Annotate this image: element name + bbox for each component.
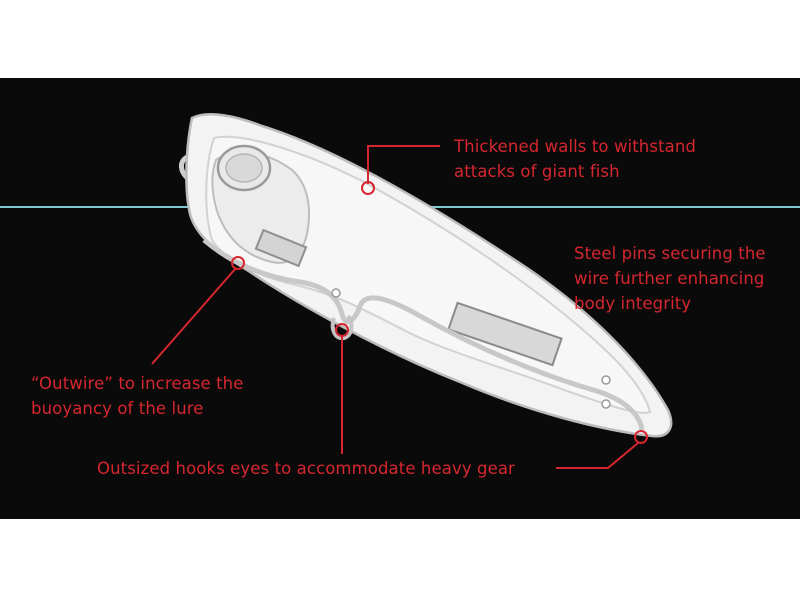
lure-illustration (178, 113, 673, 438)
marker-outwire (231, 256, 245, 270)
marker-hook-tail (634, 430, 648, 444)
annotation-line: Steel pins securing the (574, 244, 766, 263)
callout-leaders (151, 145, 648, 469)
leader-hook-tail (556, 442, 639, 469)
annotation-line: buoyancy of the lure (31, 399, 204, 418)
annotation-line: “Outwire” to increase the (31, 374, 244, 393)
annotation-line: body integrity (574, 294, 692, 313)
steel-pin-1 (331, 288, 341, 298)
steel-pin-2 (601, 375, 611, 385)
eye-inner (225, 153, 263, 183)
annotation-line: wire further enhancing (574, 269, 765, 288)
leader-outwire (151, 267, 237, 365)
annotation-line: attacks of giant fish (454, 162, 620, 181)
annotation-hook-eyes: Outsized hooks eyes to accommodate heavy… (97, 456, 515, 481)
leader-thickened-walls (367, 145, 440, 184)
annotation-line: Thickened walls to withstand (454, 137, 696, 156)
belly-hook-eye (330, 314, 354, 341)
annotation-outwire: “Outwire” to increase the buoyancy of th… (31, 371, 244, 421)
steel-pin-3 (601, 399, 611, 409)
annotation-steel-pins: Steel pins securing the wire further enh… (574, 241, 766, 316)
marker-hook-belly (335, 323, 349, 337)
weight-front (254, 228, 308, 268)
marker-thickened-walls (361, 181, 375, 195)
annotation-line: Outsized hooks eyes to accommodate heavy… (97, 459, 515, 478)
annotation-thickened-walls: Thickened walls to withstand attacks of … (454, 134, 696, 184)
weight-rear (447, 301, 563, 367)
outwire (202, 238, 645, 431)
